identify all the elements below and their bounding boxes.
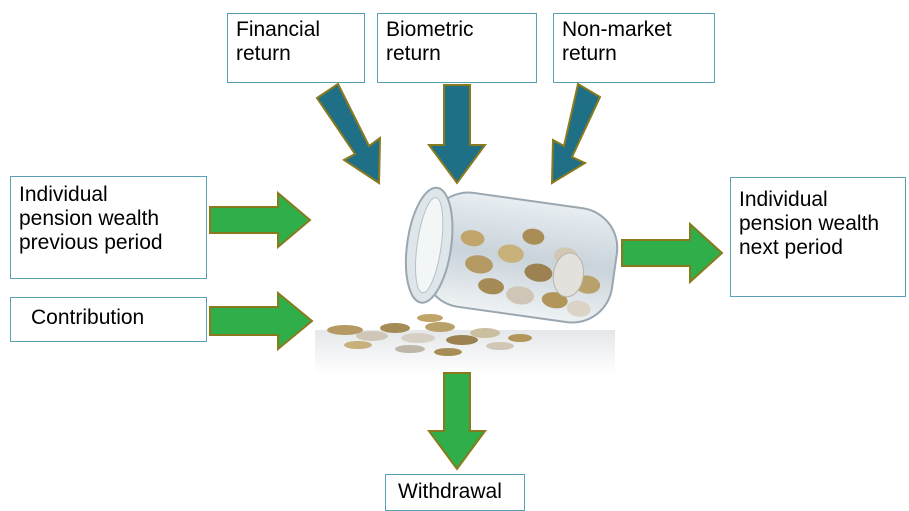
withdrawal-box: Withdrawal <box>385 474 525 511</box>
outflow-arrow-next-wealth <box>621 221 724 285</box>
financial-return-box: Financial return <box>227 13 365 83</box>
non-market-return-box: Non-market return <box>553 13 715 83</box>
biometric-return-arrow <box>427 84 487 185</box>
contribution-box: Contribution <box>10 297 207 342</box>
inflow-arrow-previous-wealth <box>209 190 312 250</box>
inflow-arrow-contribution <box>209 290 314 352</box>
financial-return-arrow <box>315 82 382 185</box>
pension-wealth-previous-box: Individual pension wealth previous perio… <box>10 176 207 279</box>
biometric-return-box: Biometric return <box>377 13 537 83</box>
pension-wealth-next-box: Individual pension wealth next period <box>730 177 906 297</box>
outflow-arrow-withdrawal <box>427 372 487 471</box>
non-market-return-arrow <box>550 82 602 185</box>
